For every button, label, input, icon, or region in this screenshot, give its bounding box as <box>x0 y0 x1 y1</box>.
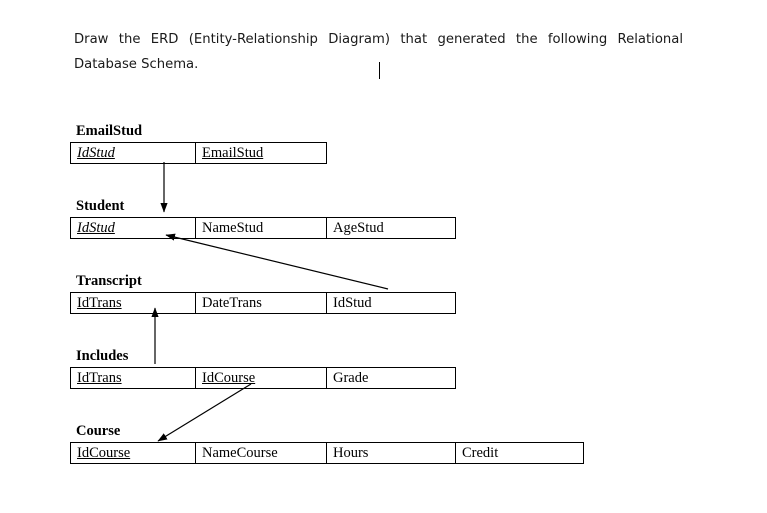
attribute-cell: IdStud <box>70 142 196 164</box>
relation-name: Transcript <box>76 273 142 289</box>
attribute-cell: NameStud <box>195 217 327 239</box>
attribute-label: IdTrans <box>77 370 122 386</box>
attribute-label: IdStud <box>77 220 115 236</box>
attribute-row: IdCourse NameCourse Hours Credit <box>70 442 584 464</box>
relation-schema-table: IdTrans IdCourse Grade <box>70 367 456 389</box>
attribute-cell: Hours <box>326 442 456 464</box>
attribute-row: IdTrans IdCourse Grade <box>70 367 456 389</box>
attribute-row: IdStud EmailStud <box>70 142 327 164</box>
attribute-cell: IdTrans <box>70 367 196 389</box>
attribute-label: Grade <box>333 370 369 386</box>
attribute-label: IdCourse <box>202 370 256 386</box>
attribute-label: IdStud <box>333 295 372 311</box>
text-caret <box>379 62 380 79</box>
attribute-cell: IdStud <box>326 292 456 314</box>
attribute-row: IdStud NameStud AgeStud <box>70 217 456 239</box>
relation-name: EmailStud <box>76 123 143 139</box>
attribute-label: Credit <box>462 445 499 461</box>
attribute-cell: IdStud <box>70 217 196 239</box>
attribute-label: IdCourse <box>77 445 131 461</box>
attribute-label: NameStud <box>202 220 264 236</box>
attribute-cell: IdCourse <box>195 367 327 389</box>
attribute-label: EmailStud <box>202 145 264 161</box>
attribute-cell: DateTrans <box>195 292 327 314</box>
attribute-label: IdTrans <box>77 295 122 311</box>
relation-name: Student <box>76 198 125 214</box>
attribute-label: IdStud <box>77 145 115 161</box>
attribute-label: DateTrans <box>202 295 262 311</box>
relation-name: Course <box>76 423 121 439</box>
relation-schema-table: IdStud EmailStud <box>70 142 327 164</box>
attribute-cell: Grade <box>326 367 456 389</box>
attribute-cell: EmailStud <box>195 142 327 164</box>
attribute-label: NameCourse <box>202 445 278 461</box>
attribute-cell: IdTrans <box>70 292 196 314</box>
relation-schema-table: IdStud NameStud AgeStud <box>70 217 456 239</box>
attribute-cell: AgeStud <box>326 217 456 239</box>
relation-schema-table: IdTrans DateTrans IdStud <box>70 292 456 314</box>
attribute-label: AgeStud <box>333 220 384 236</box>
relation-schema-table: IdCourse NameCourse Hours Credit <box>70 442 584 464</box>
attribute-cell: NameCourse <box>195 442 327 464</box>
attribute-cell: Credit <box>455 442 584 464</box>
prompt-paragraph: Draw the ERD (Entity-Relationship Diagra… <box>74 32 688 73</box>
attribute-row: IdTrans DateTrans IdStud <box>70 292 456 314</box>
attribute-label: Hours <box>333 445 369 461</box>
attribute-cell: IdCourse <box>70 442 196 464</box>
relation-name: Includes <box>76 348 129 364</box>
